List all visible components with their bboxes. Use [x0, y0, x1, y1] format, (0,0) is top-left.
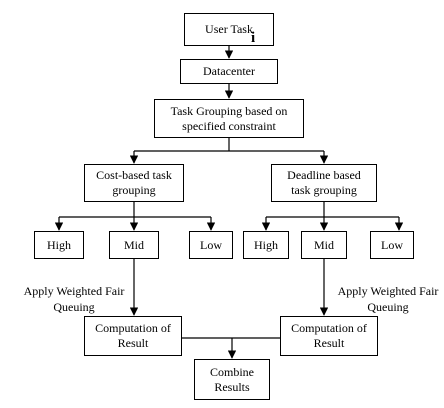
node-deadline-low: Low [370, 231, 414, 259]
node-datacenter: Datacenter [180, 59, 278, 84]
node-computation-left: Computation of Result [84, 316, 182, 356]
node-deadline-high: High [243, 231, 289, 259]
node-combine-results: Combine Results [194, 359, 270, 400]
node-deadline-grouping: Deadline based task grouping [271, 164, 377, 202]
note-weighted-fair-queuing-right: Apply Weighted Fair Queuing [337, 284, 439, 314]
node-task-grouping: Task Grouping based on specified constra… [154, 99, 304, 138]
node-cost-mid: Mid [109, 231, 159, 259]
node-cost-low: Low [189, 231, 233, 259]
node-cost-grouping: Cost-based task grouping [84, 164, 184, 202]
text-cursor-mark: i [251, 30, 256, 46]
node-deadline-mid: Mid [301, 231, 347, 259]
note-weighted-fair-queuing-left: Apply Weighted Fair Queuing [23, 284, 125, 314]
node-user-task: User Task [184, 13, 274, 46]
node-computation-right: Computation of Result [280, 316, 378, 356]
node-cost-high: High [34, 231, 84, 259]
